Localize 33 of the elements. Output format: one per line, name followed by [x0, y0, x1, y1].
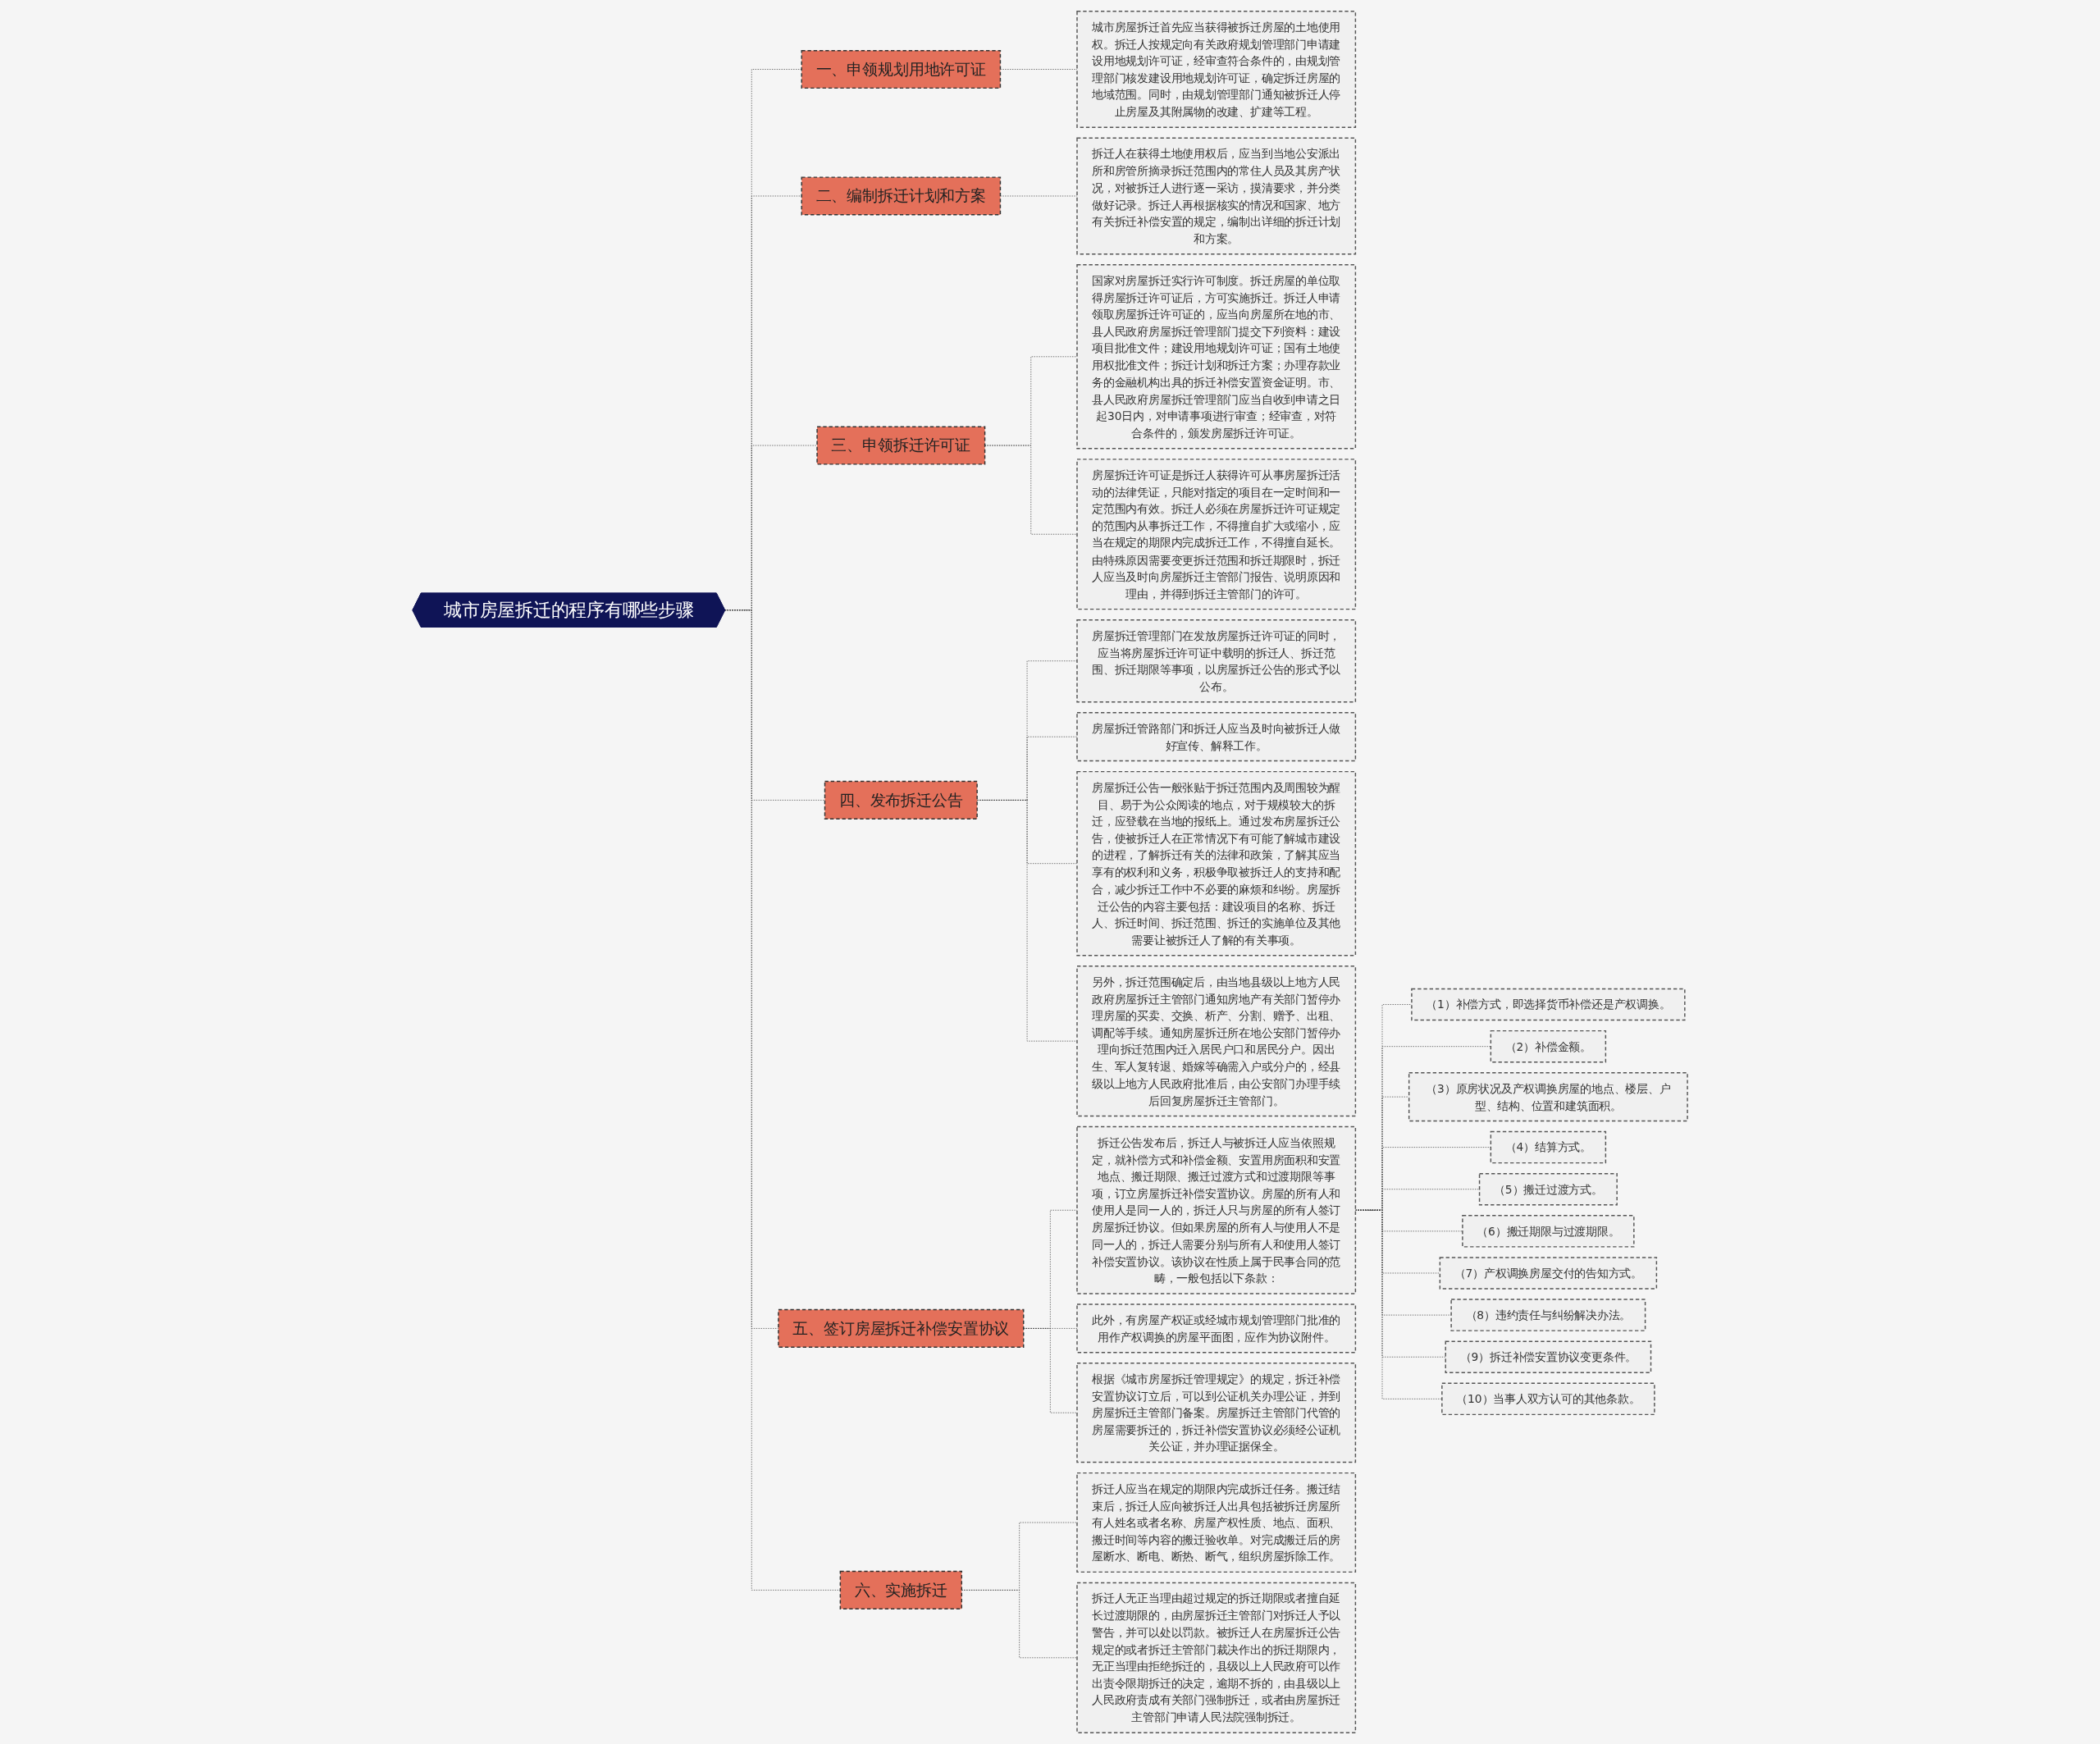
node-box: 三、申领拆迁许可证: [816, 426, 986, 465]
node-box: （5）搬迁过渡方式。: [1478, 1172, 1618, 1206]
node-box: 根据《城市房屋拆迁管理规定》的规定，拆迁补偿安置协议订立后，可以到公证机关办理公证，并到房屋拆迁主管部门备案。房屋拆迁主管部门代管的房屋需要拆迁的，拆迁补偿安置协议必须经公证机关公证，并办理证据保全。: [1076, 1363, 1357, 1463]
node-box: 六、实施拆迁: [839, 1570, 963, 1609]
node-box: （10）当事人双方认可的其他条款。: [1441, 1382, 1655, 1416]
node-box: （9）拆迁补偿安置协议变更条件。: [1445, 1340, 1652, 1373]
node-box: （7）产权调换房屋交付的告知方式。: [1439, 1257, 1658, 1290]
node-box: （2）补偿金额。: [1490, 1030, 1607, 1063]
connector: [1000, 195, 1078, 197]
node-box: 四、发布拆迁公告: [824, 780, 978, 819]
node-box: （8）违约责任与纠纷解决办法。: [1450, 1299, 1646, 1331]
node-box: 二、编制拆迁计划和方案: [801, 176, 1002, 216]
node-box: 拆迁人应当在规定的期限内完成拆迁任务。搬迁结束后，拆迁人应向被拆迁人出具包括被拆迁房屋所有人姓名或者名称、房屋产权性质、地点、面积、搬迁时间等内容的搬迁验收单。对完成搬迁后的房屋断水、断电、断热、断气，组织房屋拆除工作。: [1076, 1472, 1357, 1573]
connector: [1023, 1328, 1078, 1413]
node-box: 房屋拆迁公告一般张贴于拆迁范围内及周围较为醒目、易于为公众阅读的地点，对于规模较大的拆迁，应登载在当地的报纸上。通过发布房屋拆迁公告，使被拆迁人在正常情况下有可能了解城市建设的进程，了解拆迁有关的法律和政策，了解其应当享有的权利和义务，积极争取被拆迁人的支持和配合，减少拆迁工作中不必要的麻烦和纠纷。房屋拆迁公告的内容主要包括：建设项目的名称、拆迁人、拆迁时间、拆迁范围、拆迁的实施单位及其他需要让被拆迁人了解的有关事项。: [1076, 770, 1357, 956]
node-box: （4）结算方式。: [1490, 1130, 1607, 1164]
node-box: 国家对房屋拆迁实行许可制度。拆迁房屋的单位取得房屋拆迁许可证后，方可实施拆迁。拆迁人申请领取房屋拆迁许可证的，应当向房屋所在地的市、县人民政府房屋拆迁管理部门提交下列资料：建设项目批准文件；建设用地规划许可证；国有土地使用权批准文件；拆迁计划和拆迁方案；办理存款业务的金融机构出具的拆迁补偿安置资金证明。市、县人民政府房屋拆迁管理部门应当自收到申请之日起30日内，对申请事项进行审查；经审查，对符合条件的，颁发房屋拆迁许可证。: [1076, 264, 1357, 450]
node-box: （3）原房状况及产权调换房屋的地点、楼层、户型、结构、位置和建筑面积。: [1408, 1072, 1688, 1122]
connector: [1000, 69, 1078, 70]
node-box: 五、签订房屋拆迁补偿安置协议: [778, 1308, 1025, 1348]
node-box: 城市房屋拆迁首先应当获得被拆迁房屋的土地使用权。拆迁人按规定向有关政府规划管理部门申请建设用地规划许可证，经审查符合条件的，由规划管理部门核发建设用地规划许可证，确定拆迁房屋的地域范围。同时，由规划管理部门通知被拆迁人停止房屋及其附属物的改建、扩建等工程。: [1076, 11, 1357, 128]
node-box: 此外，有房屋产权证或经城市规划管理部门批准的用作产权调换的房屋平面图，应作为协议附件。: [1076, 1303, 1357, 1354]
node-box: 拆迁公告发布后，拆迁人与被拆迁人应当依照规定，就补偿方式和补偿金额、安置用房面积和安置地点、搬迁期限、搬迁过渡方式和过渡期限等事项，订立房屋拆迁补偿安置协议。房屋的所有人和使用人是同一人的，拆迁人只与房屋的所有人签订房屋拆迁协议。但如果房屋的所有人与使用人不是同一人的，拆迁人需要分别与所有人和使用人签订补偿安置协议。该协议在性质上属于民事合同的范畴，一般包括以下条款：: [1076, 1125, 1357, 1294]
node-box: 拆迁人无正当理由超过规定的拆迁期限或者擅自延长过渡期限的，由房屋拆迁主管部门对拆迁人予以警告，并可以处以罚款。被拆迁人在房屋拆迁公告规定的或者拆迁主管部门裁决作出的拆迁期限内，无正当理由拒绝拆迁的，县级以上人民政府可以作出责令限期拆迁的决定，逾期不拆的，由县级以上人民政府责成有关部门强制拆迁，或者由房屋拆迁主管部门申请人民法院强制拆迁。: [1076, 1582, 1357, 1733]
node-box: 房屋拆迁管理部门在发放房屋拆迁许可证的同时，应当将房屋拆迁许可证中载明的拆迁人、拆迁范围、拆迁期限等事项，以房屋拆迁公告的形式予以公布。: [1076, 619, 1357, 703]
connector: [724, 609, 841, 1591]
node-box: （1）补偿方式，即选择货币补偿还是产权调换。: [1411, 988, 1686, 1021]
node-box: 房屋拆迁许可证是拆迁人获得许可从事房屋拆迁活动的法律凭证，只能对指定的项目在一定时间和一定范围内有效。拆迁人必须在房屋拆迁许可证规定的范围内从事拆迁工作，不得擅自扩大或缩小，应当在规定的期限内完成拆迁工作，不得擅自延长。由特殊原因需要变更拆迁范围和拆迁期限时，拆迁人应当及时向房屋拆迁主管部门报告、说明原因和理由，并得到拆迁主管部门的许可。: [1076, 459, 1357, 610]
node-box: 另外，拆迁范围确定后，由当地县级以上地方人民政府房屋拆迁主管部门通知房地产有关部门暂停办理房屋的买卖、交换、析产、分割、赠予、出租、调配等手续。通知房屋拆迁所在地公安部门暂停办理向拆迁范围内迁入居民户口和居民分户。因出生、军人复转退、婚嫁等确需入户或分户的，经县级以上地方人民政府批准后，由公安部门办理手续后回复房屋拆迁主管部门。: [1076, 966, 1357, 1117]
node-box: 拆迁人在获得土地使用权后，应当到当地公安派出所和房管所摘录拆迁范围内的常住人员及其房产状况，对被拆迁人进行逐一采访，摸清要求，并分类做好记录。拆迁人再根据核实的情况和国家、地方有关拆迁补偿安置的规定，编制出详细的拆迁计划和方案。: [1076, 137, 1357, 255]
node-box: 一、申领规划用地许可证: [801, 49, 1002, 89]
node-box: 房屋拆迁管路部门和拆迁人应当及时向被拆迁人做好宣传、解释工作。: [1076, 712, 1357, 762]
node-box: （6）搬迁期限与过渡期限。: [1462, 1215, 1635, 1248]
